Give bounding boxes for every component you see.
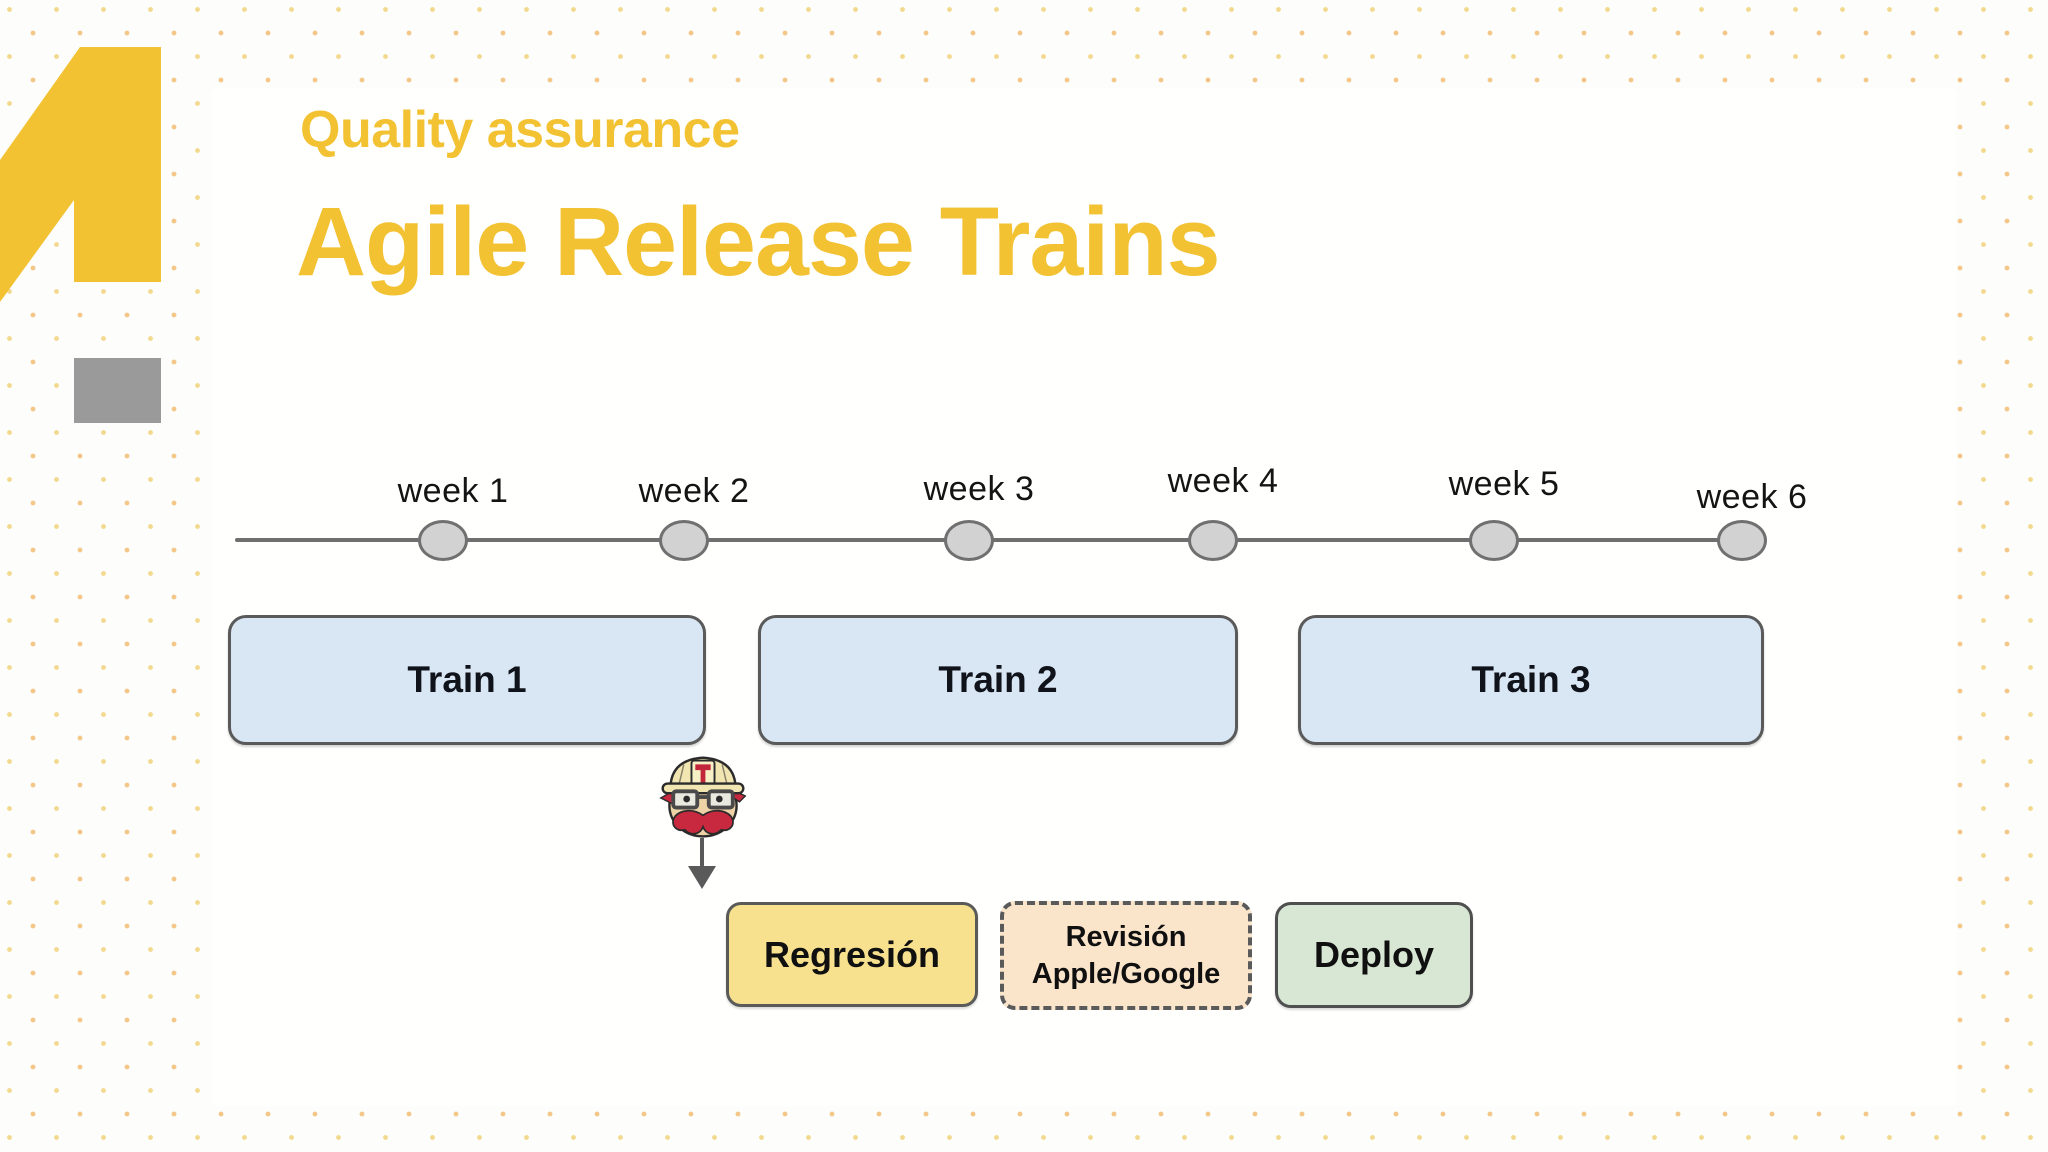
train-1-label: Train 1 <box>407 659 527 700</box>
regression-box: Regresión <box>726 902 978 1007</box>
timeline-week-label: week 2 <box>638 472 750 510</box>
store-review-label-line2: Apple/Google <box>1031 957 1221 990</box>
page-title: Agile Release Trains <box>296 187 1221 296</box>
timeline-node <box>1188 520 1238 561</box>
timeline-node <box>1469 520 1519 561</box>
timeline-node <box>1717 520 1767 561</box>
timeline-week-label: week 6 <box>1696 478 1808 516</box>
train-3-box: Train 3 <box>1298 615 1764 745</box>
train-1-box: Train 1 <box>228 615 706 745</box>
yellow-letter-a-logo-icon <box>0 47 161 302</box>
timeline-node <box>418 520 468 561</box>
timeline-node <box>944 520 994 561</box>
timeline-week-label: week 4 <box>1167 462 1279 500</box>
store-review-box: Revisión Apple/Google <box>1000 901 1252 1010</box>
down-arrow-line <box>700 838 704 868</box>
timeline-node <box>659 520 709 561</box>
slide-kicker: Quality assurance <box>300 101 740 159</box>
logo-gray-square <box>74 358 161 423</box>
train-2-box: Train 2 <box>758 615 1238 745</box>
regression-label: Regresión <box>763 933 941 975</box>
train-2-label: Train 2 <box>938 659 1058 700</box>
store-review-label-line1: Revisión <box>1065 920 1187 953</box>
train-3-label: Train 3 <box>1471 659 1591 700</box>
deploy-label: Deploy <box>1313 934 1435 975</box>
travis-ci-mascot-icon <box>659 756 747 838</box>
timeline-week-label: week 1 <box>397 472 509 510</box>
timeline-week-label: week 3 <box>923 470 1035 508</box>
down-arrow-head-icon <box>688 866 716 889</box>
timeline-week-label: week 5 <box>1448 465 1560 503</box>
deploy-box: Deploy <box>1275 902 1473 1008</box>
